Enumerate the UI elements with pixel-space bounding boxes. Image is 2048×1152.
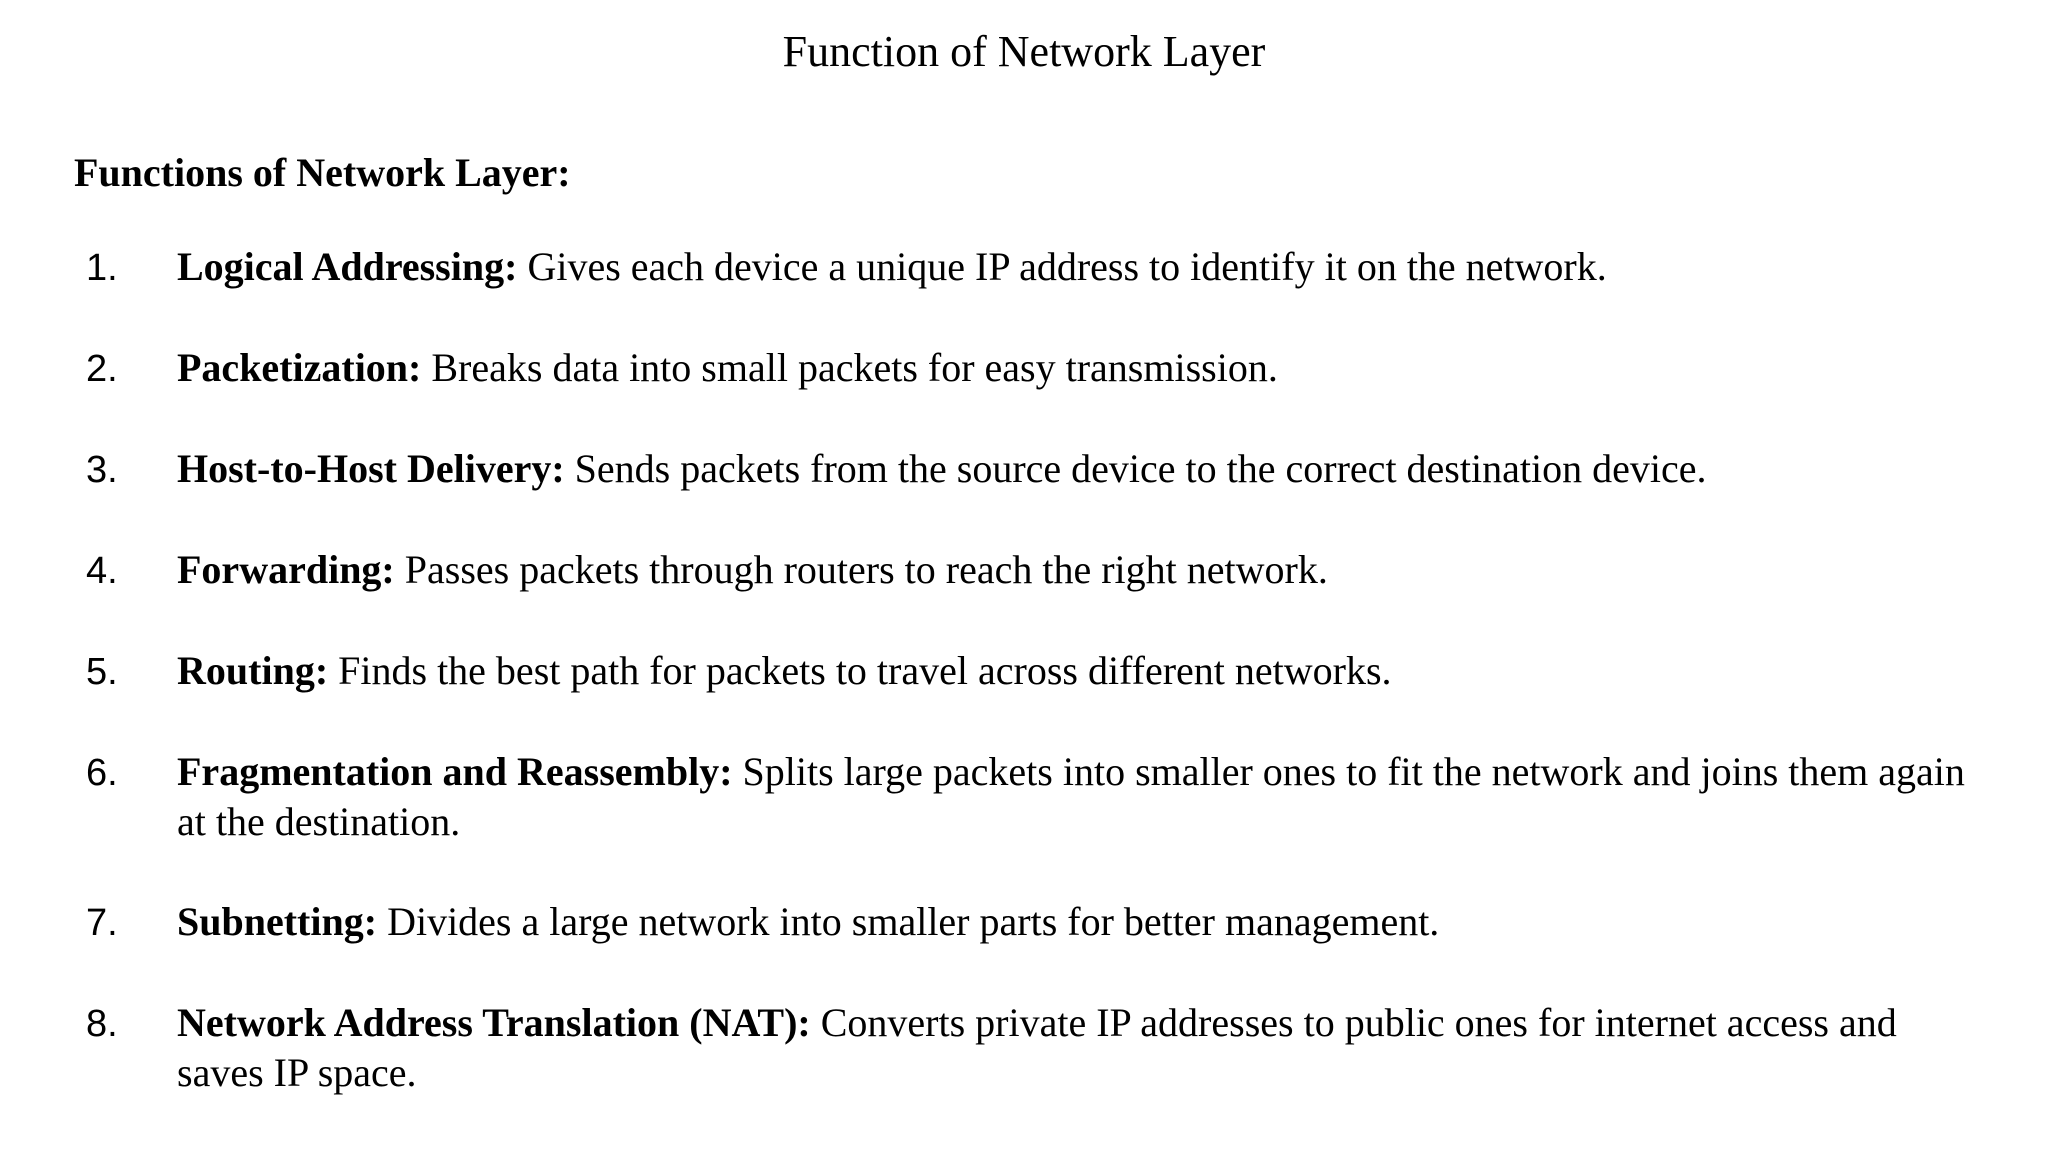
list-item: 1. Logical Addressing: Gives each device…: [0, 242, 2048, 293]
item-term: Forwarding:: [177, 547, 395, 592]
list-item: 7. Subnetting: Divides a large network i…: [0, 897, 2048, 948]
list-item: 2. Packetization: Breaks data into small…: [0, 343, 2048, 394]
item-number: 8.: [86, 1003, 118, 1045]
item-term: Routing:: [177, 648, 329, 693]
item-term: Fragmentation and Reassembly:: [177, 749, 733, 794]
item-term: Network Address Translation (NAT):: [177, 1000, 811, 1045]
item-text: Host-to-Host Delivery: Sends packets fro…: [177, 444, 1992, 494]
item-number: 5.: [86, 651, 118, 693]
item-description: Converts private IP addresses to public …: [177, 1000, 1897, 1095]
item-description: Gives each device a unique IP address to…: [527, 244, 1607, 289]
item-description: Splits large packets into smaller ones t…: [177, 749, 1965, 844]
item-text: Logical Addressing: Gives each device a …: [177, 242, 1992, 292]
item-description: Finds the best path for packets to trave…: [338, 648, 1392, 693]
list-item: 5. Routing: Finds the best path for pack…: [0, 646, 2048, 697]
item-term: Logical Addressing:: [177, 244, 518, 289]
list-item: 8. Network Address Translation (NAT): Co…: [0, 998, 2048, 1098]
item-number: 2.: [86, 348, 118, 390]
item-number: 7.: [86, 902, 118, 944]
item-text: Routing: Finds the best path for packets…: [177, 646, 1992, 696]
item-text: Network Address Translation (NAT): Conve…: [177, 998, 1992, 1098]
list-item: 6. Fragmentation and Reassembly: Splits …: [0, 747, 2048, 847]
item-text: Packetization: Breaks data into small pa…: [177, 343, 1992, 393]
item-number: 1.: [86, 247, 118, 289]
item-description: Passes packets through routers to reach …: [404, 547, 1328, 592]
page-title: Function of Network Layer: [782, 27, 1266, 76]
item-text: Forwarding: Passes packets through route…: [177, 545, 1992, 595]
item-number: 4.: [86, 550, 118, 592]
item-term: Subnetting:: [177, 899, 378, 944]
item-number: 6.: [86, 752, 118, 794]
item-text: Subnetting: Divides a large network into…: [177, 897, 1992, 947]
item-description: Breaks data into small packets for easy …: [431, 345, 1278, 390]
item-text: Fragmentation and Reassembly: Splits lar…: [177, 747, 1992, 847]
item-description: Sends packets from the source device to …: [574, 446, 1707, 491]
list-item: 4. Forwarding: Passes packets through ro…: [0, 545, 2048, 596]
item-description: Divides a large network into smaller par…: [387, 899, 1440, 944]
item-term: Packetization:: [177, 345, 422, 390]
item-term: Host-to-Host Delivery:: [177, 446, 565, 491]
item-number: 3.: [86, 449, 118, 491]
function-list: 1. Logical Addressing: Gives each device…: [0, 242, 2048, 1098]
section-heading: Functions of Network Layer:: [74, 150, 571, 195]
list-item: 3. Host-to-Host Delivery: Sends packets …: [0, 444, 2048, 495]
